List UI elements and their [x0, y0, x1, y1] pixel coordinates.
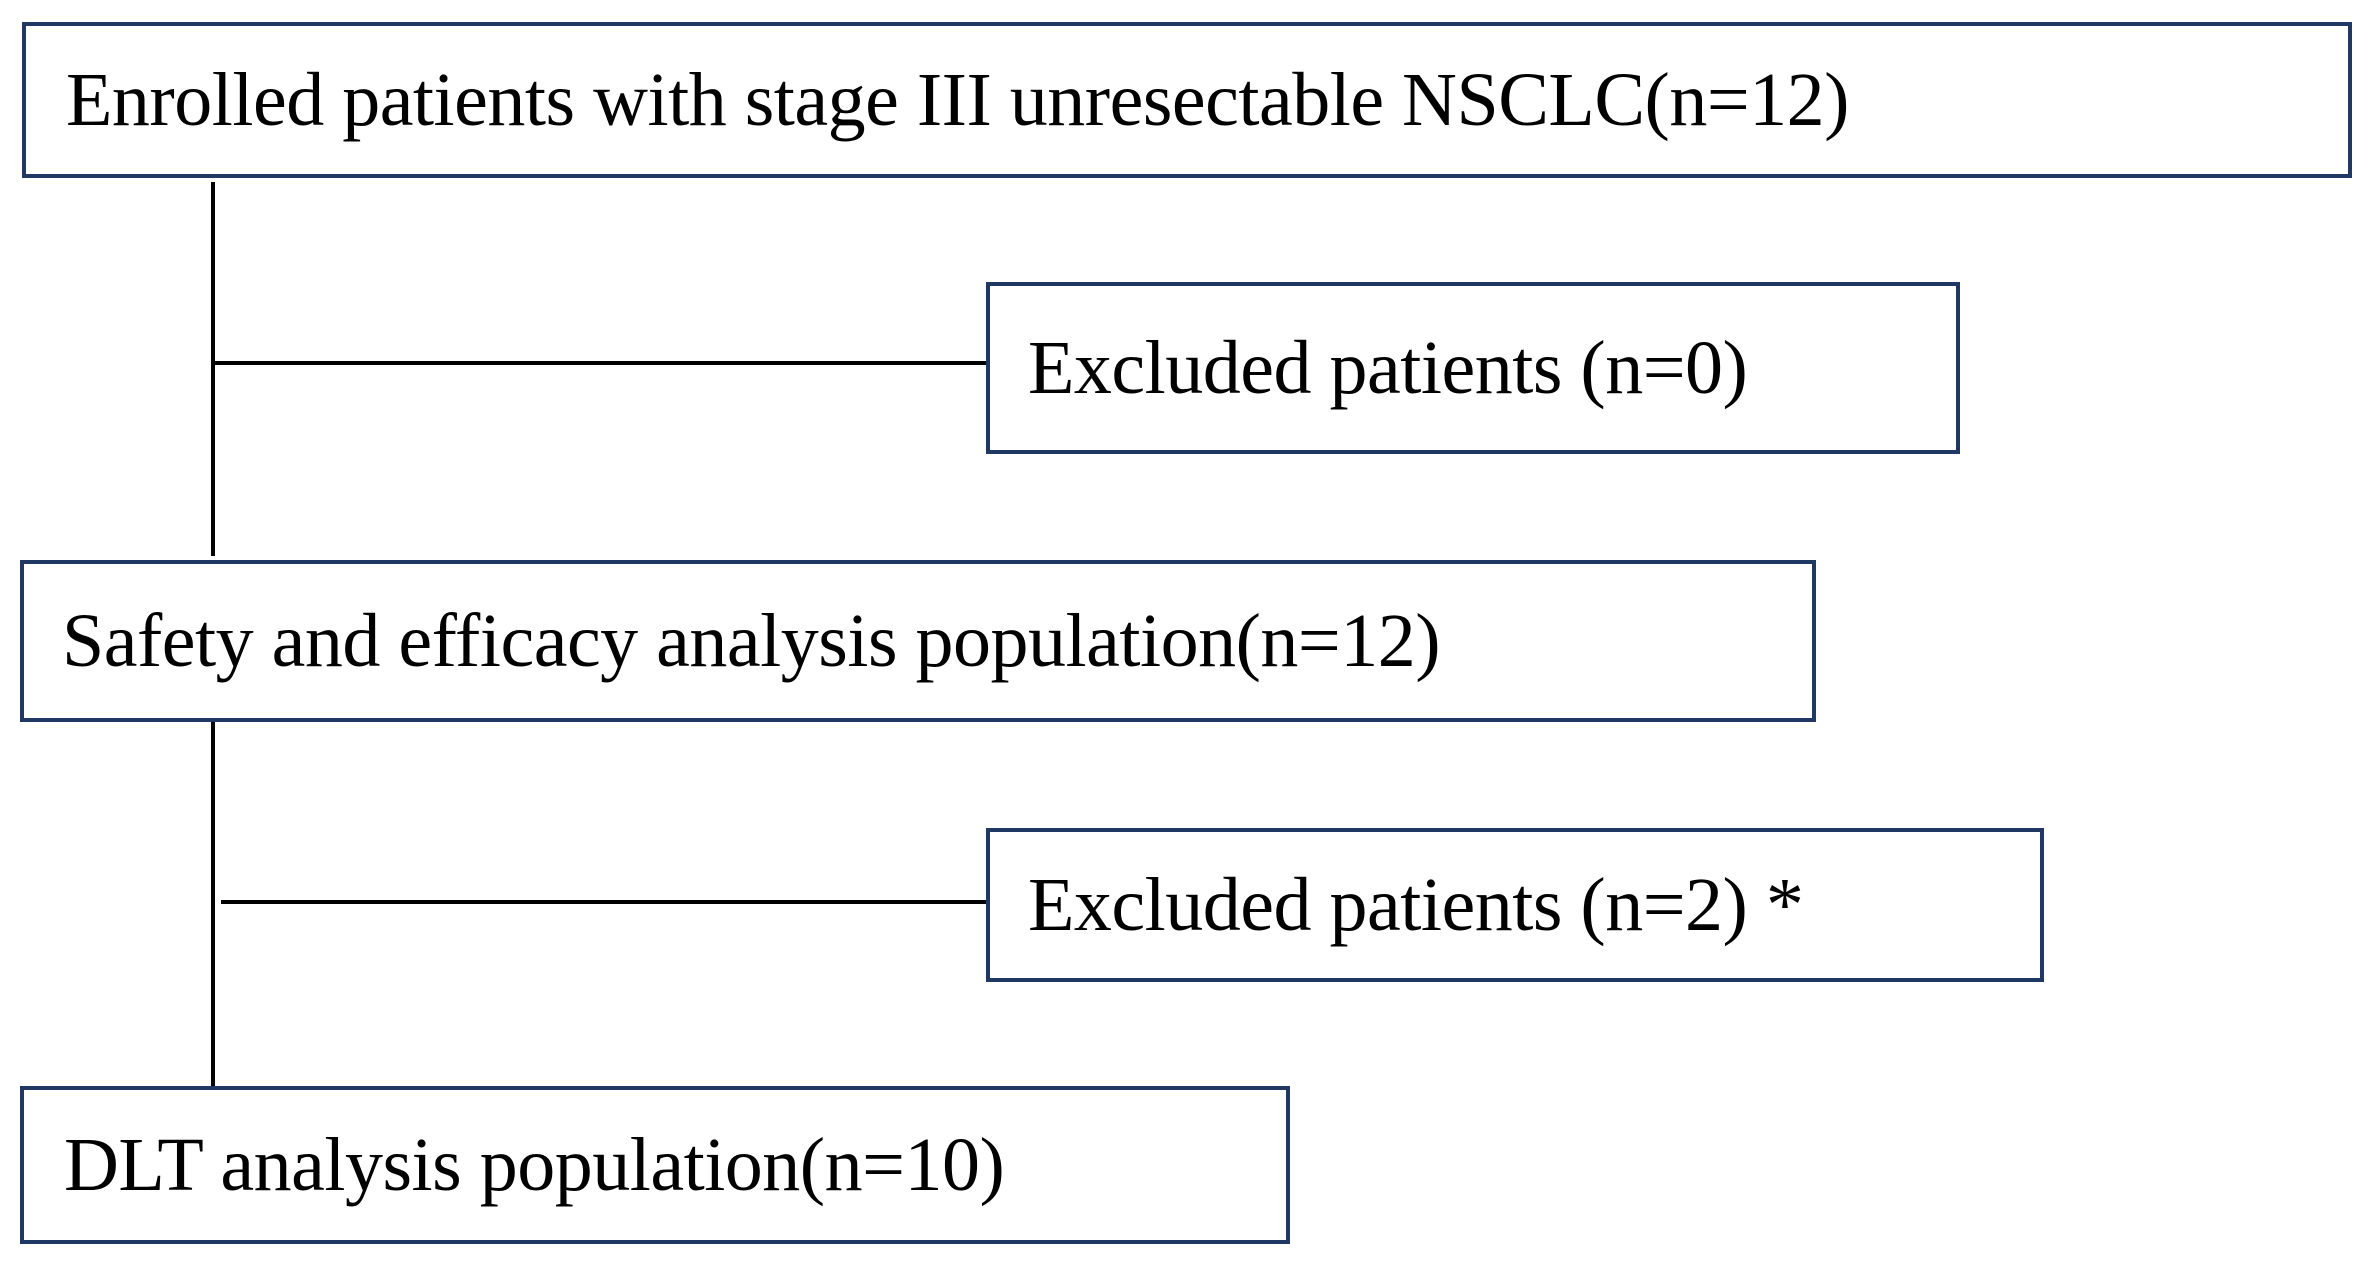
- enrolled-patients-box: Enrolled patients with stage III unresec…: [22, 22, 2352, 178]
- connector-branch-excluded-first: [213, 361, 988, 365]
- excluded-patients-box-second: Excluded patients (n=2) *: [986, 828, 2044, 982]
- dlt-analysis-population-label: DLT analysis population(n=10): [64, 1123, 1005, 1207]
- connector-branch-excluded-second: [221, 900, 988, 904]
- excluded-patients-label-second: Excluded patients (n=2) *: [1028, 863, 1804, 947]
- dlt-analysis-population-box: DLT analysis population(n=10): [20, 1086, 1290, 1244]
- safety-efficacy-population-label: Safety and efficacy analysis population(…: [62, 599, 1441, 683]
- safety-efficacy-population-box: Safety and efficacy analysis population(…: [20, 560, 1816, 722]
- excluded-patients-label-first: Excluded patients (n=0): [1028, 326, 1748, 410]
- excluded-patients-box-first: Excluded patients (n=0): [986, 282, 1960, 454]
- connector-vertical-enrolled-to-safety: [211, 182, 215, 556]
- enrolled-patients-label: Enrolled patients with stage III unresec…: [66, 58, 1850, 142]
- connector-vertical-safety-to-dlt: [211, 720, 215, 1088]
